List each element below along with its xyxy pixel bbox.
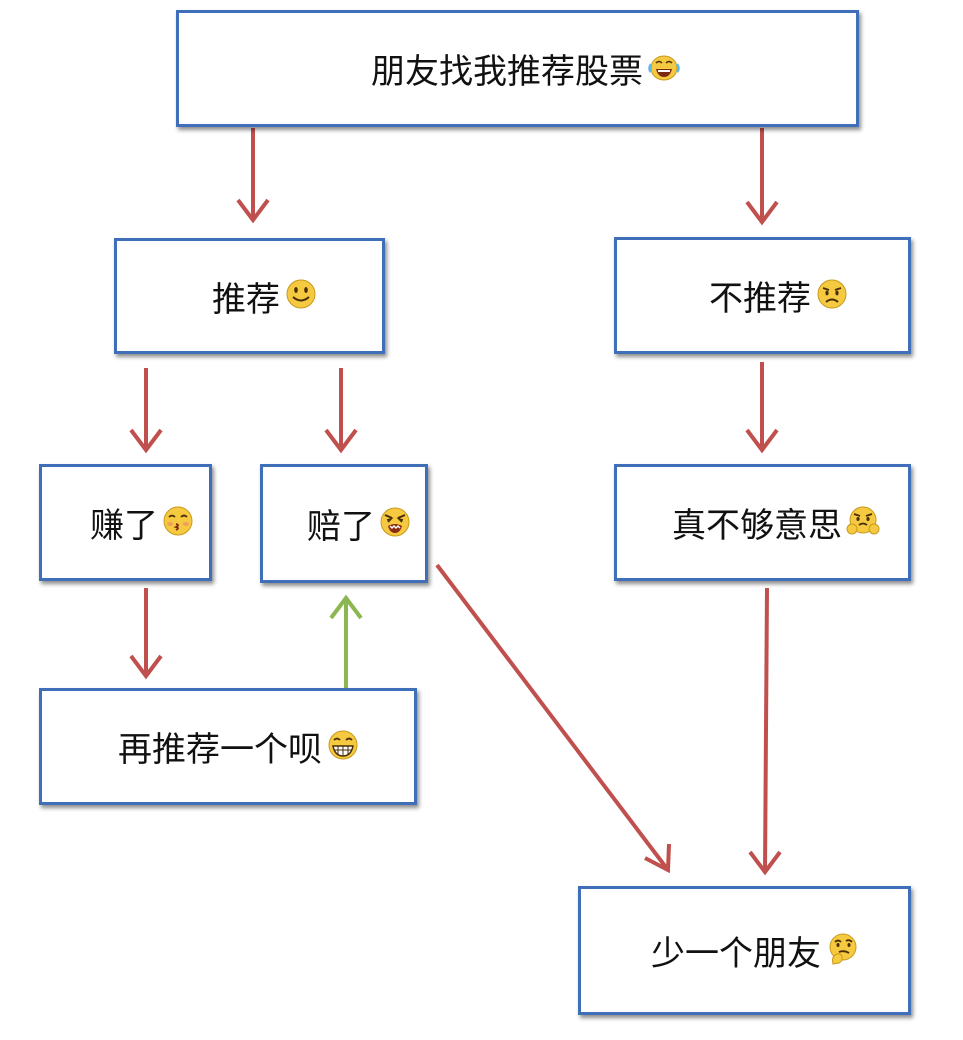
arrow-ask-to-recommend (236, 128, 270, 224)
node-ask-recommendation: 朋友找我推荐股票 (176, 10, 859, 127)
node-label: 赚了 (90, 506, 158, 546)
node-profit: 赚了 (39, 464, 212, 581)
node-label: 少一个朋友 (651, 934, 821, 974)
arrow-loss-to-lose-friend (435, 563, 671, 874)
node-lose-friend: 少一个朋友 (578, 886, 911, 1015)
node-label: 赔了 (307, 507, 375, 547)
arrow-ask-to-not-recommend (745, 128, 779, 226)
node-label: 推荐 (212, 279, 280, 320)
arrow-profit-to-again (129, 588, 163, 680)
laughing-tears-icon (647, 52, 681, 86)
node-label: 真不够意思 (672, 506, 842, 546)
arrow-recommend-to-profit (129, 368, 163, 454)
node-recommend: 推荐 (114, 238, 385, 354)
arrow-again-to-loss (329, 594, 363, 688)
node-label: 不推荐 (709, 279, 811, 319)
arrow-not-nice-to-lose-friend (748, 587, 782, 876)
grin-icon (326, 729, 360, 765)
kiss-icon (162, 505, 194, 541)
node-label: 朋友找我推荐股票 (371, 52, 643, 92)
hug-icon (846, 505, 880, 541)
node-recommend-again: 再推荐一个呗 (39, 688, 417, 805)
arrow-recommend-to-loss (324, 368, 358, 454)
frown-icon (815, 278, 849, 314)
node-not-recommend: 不推荐 (614, 237, 911, 354)
node-loss: 赔了 (260, 464, 428, 583)
angry-icon (379, 506, 411, 542)
thinking-icon (825, 932, 861, 970)
node-label: 再推荐一个呗 (118, 730, 322, 770)
arrow-not-recommend-to-not-nice (745, 362, 779, 454)
node-not-nice: 真不够意思 (614, 464, 911, 581)
smile-icon (284, 278, 318, 314)
